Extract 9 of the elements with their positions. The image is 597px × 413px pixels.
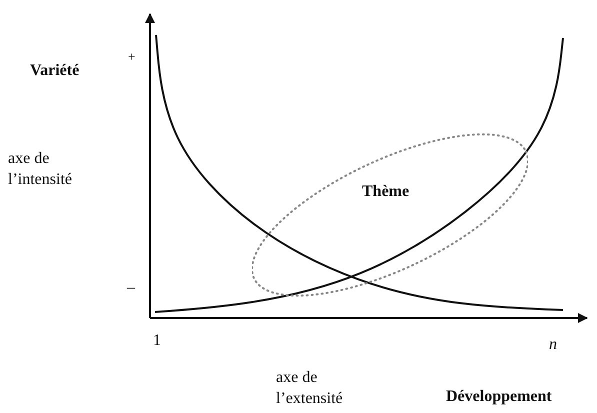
axis-note: axe de l’extensité: [276, 368, 344, 409]
axis-note: axe de l’intensité: [8, 149, 73, 190]
axis-title: Développement: [446, 387, 552, 407]
axis-tick-label: –: [127, 278, 135, 298]
axis-tick-label: n: [549, 335, 557, 355]
region-label: Thème: [362, 183, 410, 201]
axis-tick-label: 1: [153, 331, 161, 351]
axis-title: Variété: [30, 61, 80, 81]
axis-tick-label: +: [128, 48, 136, 66]
